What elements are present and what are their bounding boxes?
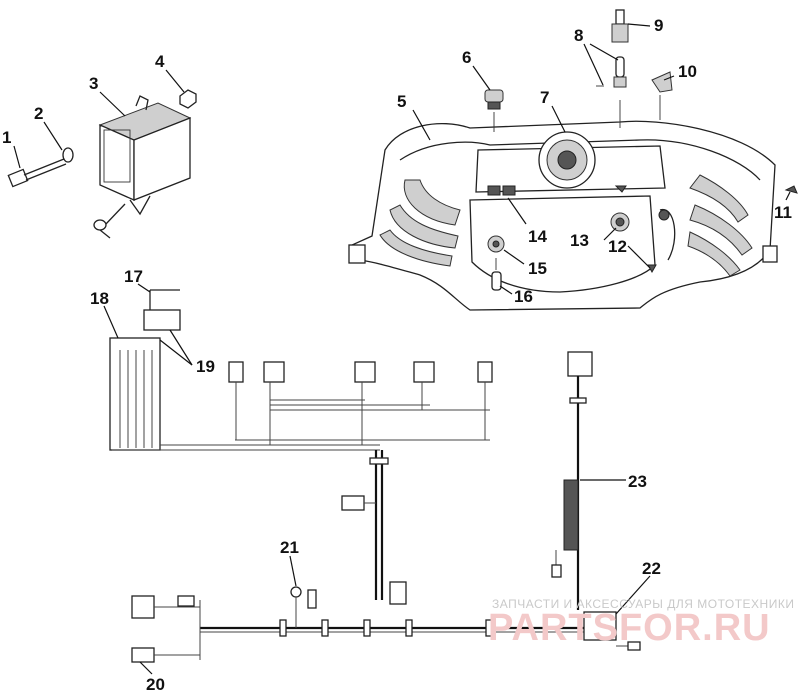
connector-22 <box>583 611 617 641</box>
callout-1: 1 <box>2 128 11 147</box>
callout-labels: 1 2 3 4 5 6 7 8 9 10 11 12 13 14 15 16 1… <box>2 16 792 691</box>
callout-7: 7 <box>540 88 549 107</box>
module-box-part <box>93 95 192 239</box>
top-connectors <box>228 361 493 445</box>
right-vents <box>687 174 753 277</box>
leader-lines <box>13 23 791 675</box>
callout-17: 17 <box>124 267 143 286</box>
wiring-harness <box>109 289 641 663</box>
connector-20 <box>131 595 155 619</box>
module-assembly <box>7 89 197 239</box>
callout-15: 15 <box>528 259 547 278</box>
callout-11: 11 <box>774 203 792 222</box>
callout-19: 19 <box>196 357 215 376</box>
callout-12: 12 <box>608 237 627 256</box>
callout-8: 8 <box>574 26 583 45</box>
callout-3: 3 <box>89 74 98 93</box>
watermark-brand: PARTSFOR.RU <box>488 607 771 649</box>
callout-13: 13 <box>570 231 589 250</box>
callout-22: 22 <box>642 559 661 578</box>
callout-4: 4 <box>155 52 165 71</box>
callout-9: 9 <box>654 16 663 35</box>
callout-20: 20 <box>146 675 165 691</box>
washer-part <box>62 147 74 163</box>
callout-5: 5 <box>397 92 406 111</box>
callout-10: 10 <box>678 62 697 81</box>
callout-21: 21 <box>280 538 299 557</box>
nut-part <box>179 89 197 109</box>
callout-6: 6 <box>462 48 471 67</box>
watermark-tagline: ЗАПЧАСТИ И АКСЕССУАРЫ ДЛЯ МОТОТЕХНИКИ <box>492 597 794 611</box>
callout-2: 2 <box>34 104 43 123</box>
bolt-part <box>7 158 67 188</box>
console-assembly <box>348 120 778 311</box>
callout-14: 14 <box>528 227 547 246</box>
watermark: ЗАПЧАСТИ И АКСЕССУАРЫ ДЛЯ МОТОТЕХНИКИ PA… <box>488 597 794 649</box>
console-shell <box>351 120 776 311</box>
left-vents <box>379 179 461 267</box>
callout-18: 18 <box>90 289 109 308</box>
console-small-parts <box>484 9 798 291</box>
callout-16: 16 <box>514 287 533 306</box>
callout-23: 23 <box>628 472 647 491</box>
